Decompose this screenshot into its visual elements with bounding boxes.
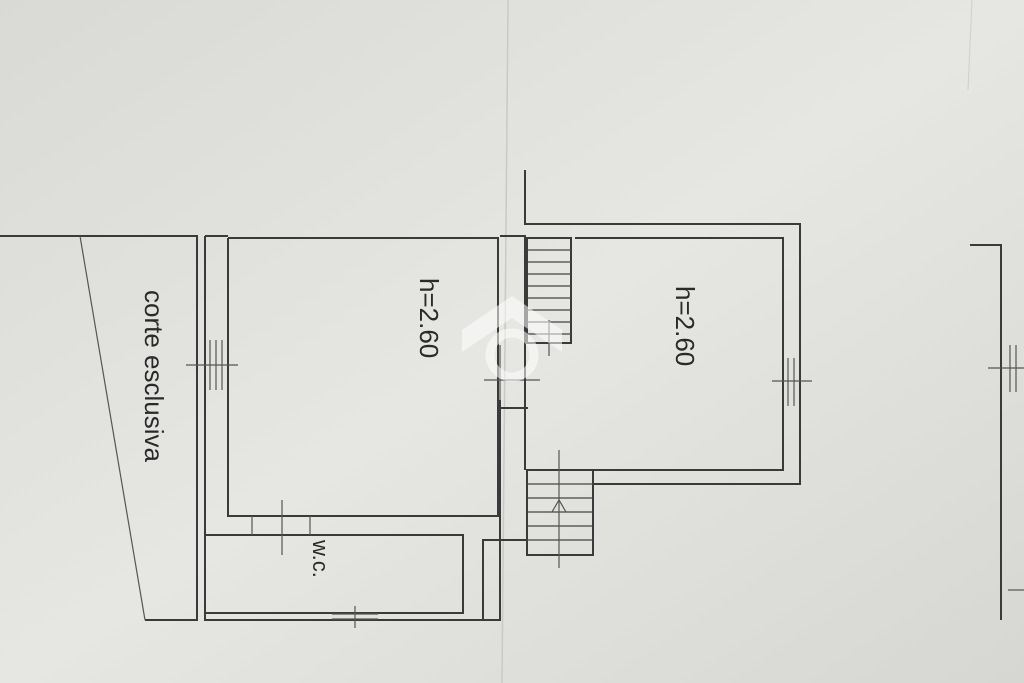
courtyard-label: corte esclusiva [139,290,169,462]
room-right-height-label: h=2.60 [670,286,700,366]
sheet-edge-right [967,0,973,91]
window-left-wall [186,340,238,390]
courtyard [0,235,198,621]
room-left-height-label: h=2.60 [414,278,444,358]
watermark-house-icon [462,296,562,382]
sheet-seam [501,0,509,683]
room-right [482,170,812,620]
partial-structure-right [970,244,1024,620]
window-right-room [772,358,812,406]
wc-room [204,500,464,628]
wc-label: w.c. [308,539,333,578]
room-left [186,235,540,621]
staircase-lower [526,450,594,568]
